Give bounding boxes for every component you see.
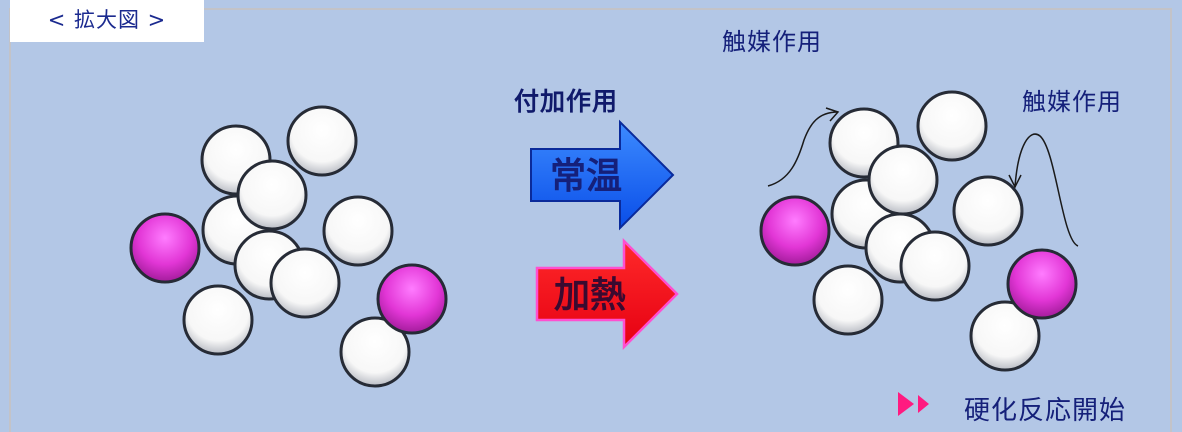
white-particle [867,144,939,216]
magenta-particle [376,263,448,335]
white-particle [952,175,1024,247]
legend-marker-icon [898,392,929,416]
catalysis-label-right: 触媒作用 [1022,88,1122,116]
room-temperature-arrow: 常温 [530,119,675,231]
white-particle [269,247,341,319]
addition-label: 付加作用 [514,87,619,116]
curing-reaction-start-label: 硬化反応開始 [964,396,1127,426]
white-particle [339,316,411,388]
magenta-particle [759,195,831,267]
room-temperature-label: 常温 [550,156,622,197]
white-particle [236,159,308,231]
white-particle [969,300,1041,372]
magenta-particle [129,212,201,284]
enlarged-view-tab: < 拡大図 > [10,0,204,42]
frame-border [9,8,1172,432]
heating-label: 加熱 [554,275,626,316]
white-particle [812,264,884,336]
left-particle-cluster [129,105,448,388]
white-particle [916,90,988,162]
magenta-particle [1006,248,1078,320]
white-particle [286,105,358,177]
right-particle-cluster [759,90,1078,372]
heating-arrow: 加熱 [535,237,679,351]
white-particle [182,284,254,356]
catalysis-label-top: 触媒作用 [722,28,822,56]
white-particle [899,230,971,302]
white-particle [322,195,394,267]
catalysis-curve-left [767,107,840,187]
catalysis-curve-right [1008,133,1079,247]
